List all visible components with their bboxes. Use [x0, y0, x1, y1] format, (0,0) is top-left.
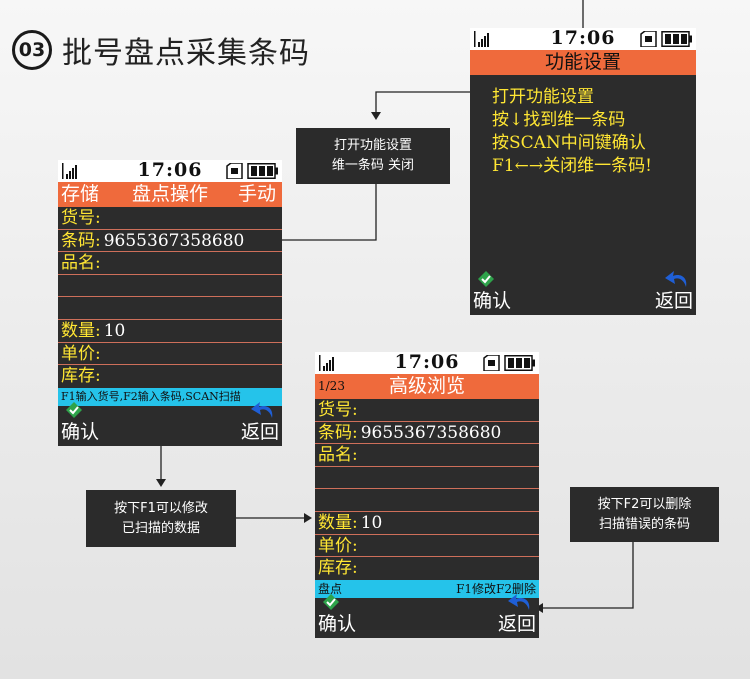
browse-hint-bar: 盘点 F1修改F2删除	[315, 579, 539, 598]
section-title: 03 批号盘点采集条码	[12, 28, 310, 72]
field-label: 数量:	[61, 320, 101, 341]
field-value: 10	[103, 320, 126, 341]
field-value: 9655367358680	[360, 422, 502, 443]
field-label: 数量:	[318, 512, 358, 533]
field-value: 10	[360, 512, 383, 533]
quantity-field[interactable]: 数量:10	[315, 512, 539, 535]
page-title: 批号盘点采集条码	[62, 36, 310, 71]
callout-line: 按下F2可以删除	[597, 496, 692, 512]
callout-line: 按下F1可以修改	[114, 500, 208, 516]
callout-line: 已扫描的数据	[121, 520, 200, 536]
clock: 17:06	[550, 28, 616, 49]
sim-battery-icon	[640, 31, 692, 47]
signal-icon	[319, 355, 334, 371]
count-mode-label: 盘点	[318, 581, 343, 596]
confirm-softkey[interactable]: 确认	[473, 290, 512, 312]
signal-icon	[474, 31, 489, 47]
callout-line: 打开功能设置	[333, 138, 412, 153]
check-icon	[323, 594, 339, 610]
clock: 17:06	[137, 160, 203, 181]
back-arrow-icon	[251, 402, 273, 418]
callout-open-settings: 打开功能设置 维一条码 关闭	[296, 128, 450, 184]
price-field[interactable]: 单价:	[315, 535, 539, 558]
store-mode-label: 存储	[61, 183, 100, 205]
status-bar: 17:06	[58, 160, 282, 182]
field-label: 品名:	[61, 253, 101, 274]
callout-line: 维一条码 关闭	[331, 158, 415, 173]
field-label: 库存:	[318, 558, 358, 579]
product-name-line-2	[315, 467, 539, 490]
item-no-field[interactable]: 货号:	[315, 399, 539, 422]
product-name-field[interactable]: 品名:	[58, 252, 282, 275]
softkey-bar: 确认 返回	[58, 402, 282, 446]
browse-title: 高级浏览	[388, 375, 465, 397]
product-name-line-3	[315, 489, 539, 512]
callout-f2-delete: 按下F2可以删除 扫描错误的条码	[570, 487, 719, 542]
back-arrow-icon	[508, 594, 530, 610]
settings-screen: 17:06 功能设置 打开功能设置 按↓找到维一条码 按SCAN中间键确认 F1…	[470, 28, 696, 315]
field-label: 条码:	[61, 230, 101, 251]
browse-fields: 货号: 条码:9655367358680 品名: 数量:10 单价: 库存:	[315, 399, 539, 580]
callout-f1-modify: 按下F1可以修改 已扫描的数据	[86, 490, 236, 547]
softkey-bar: 确认 返回	[470, 271, 696, 315]
instruction-line: F1←→关闭维一条码!	[492, 156, 652, 176]
product-name-line-3	[58, 297, 282, 320]
field-value: 9655367358680	[103, 230, 245, 251]
quantity-field[interactable]: 数量:10	[58, 320, 282, 343]
field-label: 条码:	[318, 422, 358, 443]
price-field[interactable]: 单价:	[58, 343, 282, 366]
back-arrow-icon	[665, 271, 687, 287]
instruction-line: 按↓找到维一条码	[492, 110, 626, 130]
step-number-badge: 03	[12, 30, 52, 70]
softkey-bar: 确认 返回	[315, 594, 539, 638]
product-name-field[interactable]: 品名:	[315, 444, 539, 467]
settings-title-bar: 功能设置	[470, 50, 696, 75]
field-label: 单价:	[61, 343, 101, 364]
instruction-line: 打开功能设置	[492, 87, 594, 107]
status-bar: 17:06	[315, 352, 539, 374]
count-title: 盘点操作	[131, 183, 208, 205]
product-name-line-2	[58, 275, 282, 298]
count-operation-screen: 17:06 存储 盘点操作 手动 货号: 条码:9655367358680 品名…	[58, 160, 282, 446]
advanced-browse-screen: 17:06 1/23 高级浏览 货号: 条码:9655367358680 品名:…	[315, 352, 539, 638]
stock-field[interactable]: 库存:	[315, 557, 539, 580]
confirm-softkey[interactable]: 确认	[61, 421, 100, 443]
check-icon	[66, 402, 82, 418]
settings-instructions: 打开功能设置 按↓找到维一条码 按SCAN中间键确认 F1←→关闭维一条码!	[470, 75, 696, 178]
back-softkey[interactable]: 返回	[240, 421, 279, 443]
confirm-softkey[interactable]: 确认	[318, 613, 357, 635]
count-hint-bar: F1输入货号,F2输入条码,SCAN扫描	[58, 387, 282, 406]
manual-mode-label: 手动	[237, 183, 276, 205]
stock-field[interactable]: 库存:	[58, 365, 282, 388]
clock: 17:06	[394, 352, 460, 373]
count-title-bar: 存储 盘点操作 手动	[58, 182, 282, 207]
barcode-field[interactable]: 条码:9655367358680	[315, 422, 539, 445]
callout-line: 扫描错误的条码	[598, 516, 690, 532]
field-label: 货号:	[318, 400, 358, 420]
check-icon	[478, 271, 494, 287]
page-indicator: 1/23	[318, 379, 345, 393]
sim-battery-icon	[483, 355, 535, 371]
signal-icon	[62, 163, 77, 179]
settings-title: 功能设置	[544, 51, 621, 73]
field-label: 库存:	[61, 366, 101, 387]
item-no-field[interactable]: 货号:	[58, 207, 282, 230]
count-fields: 货号: 条码:9655367358680 品名: 数量:10 单价: 库存:	[58, 207, 282, 388]
field-label: 单价:	[318, 535, 358, 556]
back-softkey[interactable]: 返回	[497, 613, 536, 635]
f1-f2-hint: F1修改F2删除	[456, 581, 536, 596]
instruction-line: 按SCAN中间键确认	[492, 133, 646, 153]
back-softkey[interactable]: 返回	[654, 290, 693, 312]
field-label: 货号:	[61, 208, 101, 228]
sim-battery-icon	[226, 163, 278, 179]
barcode-field[interactable]: 条码:9655367358680	[58, 230, 282, 253]
browse-title-bar: 1/23 高级浏览	[315, 374, 539, 399]
status-bar: 17:06	[470, 28, 696, 50]
field-label: 品名:	[318, 445, 358, 466]
